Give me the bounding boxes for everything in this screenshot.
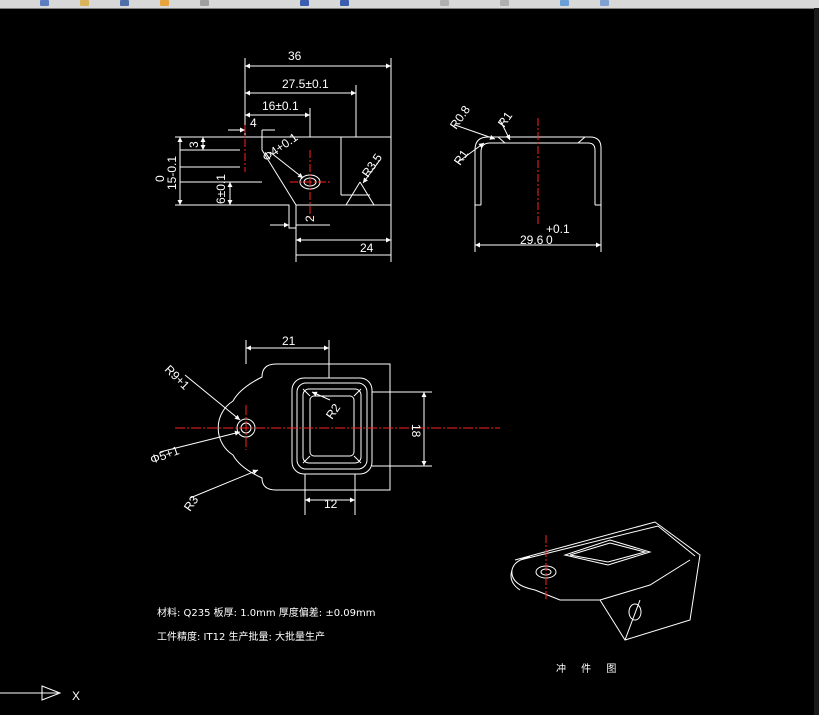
dim-r3-5: R3.5 (359, 151, 385, 180)
dim-r1-left: R1 (451, 147, 471, 168)
cad-toolbar (0, 0, 819, 9)
drawing-scrollbar[interactable] (814, 8, 819, 715)
isometric-view (510, 521, 701, 641)
dim-phi5: Φ5+1 (148, 443, 181, 467)
print-icon[interactable] (160, 0, 169, 6)
dim-15-tol: 0 (153, 175, 167, 182)
dim-15: 15-0.1 (165, 156, 179, 190)
dim-29-6-tol-up: +0.1 (546, 222, 570, 236)
dim-r3: R3 (181, 493, 201, 514)
side-view (454, 119, 602, 252)
dim-r1-top: R1 (495, 109, 515, 130)
save-icon[interactable] (120, 0, 129, 6)
open-file-icon[interactable] (80, 0, 89, 6)
ucs-icon (0, 685, 62, 701)
undo-icon[interactable] (300, 0, 309, 6)
dim-3: 3 (187, 141, 201, 148)
dim-29-6-tol-dn: 0 (546, 233, 553, 247)
material-note: 材料: Q235 板厚: 1.0mm 厚度偏差: ±0.09mm (157, 606, 375, 619)
dim-4: 4 (250, 116, 257, 130)
front-view (175, 58, 392, 262)
dim-r0-8: R0.8 (447, 103, 473, 132)
precision-note: 工件精度: IT12 生产批量: 大批量生产 (157, 630, 325, 643)
dim-36: 36 (288, 49, 302, 63)
dim-2: 2 (303, 215, 317, 222)
dim-18: 18 (409, 424, 423, 438)
pan-icon[interactable] (500, 0, 509, 6)
dim-24: 24 (360, 241, 374, 255)
properties-icon[interactable] (560, 0, 569, 6)
drawing-title: 冲 件 图 (556, 662, 622, 675)
cut-icon[interactable] (200, 0, 209, 6)
dim-phi4: Φ4+0.1 (260, 130, 301, 165)
front-view-centerlines (244, 125, 332, 220)
dim-16: 16±0.1 (262, 99, 299, 113)
dim-27-5: 27.5±0.1 (282, 77, 329, 91)
dim-6: 6±0.1 (214, 174, 228, 204)
top-view (159, 340, 432, 515)
zoom-icon[interactable] (440, 0, 449, 6)
help-icon[interactable] (600, 0, 609, 6)
dim-r9: R9+1 (162, 362, 193, 393)
dim-12: 12 (324, 497, 338, 511)
dim-29-6: 29.6 (520, 233, 544, 247)
dim-21: 21 (282, 334, 296, 348)
top-view-centerlines (175, 405, 500, 450)
new-file-icon[interactable] (40, 0, 49, 6)
dim-r2: R2 (323, 401, 343, 422)
ucs-x-label: X (72, 689, 80, 703)
redo-icon[interactable] (340, 0, 349, 6)
